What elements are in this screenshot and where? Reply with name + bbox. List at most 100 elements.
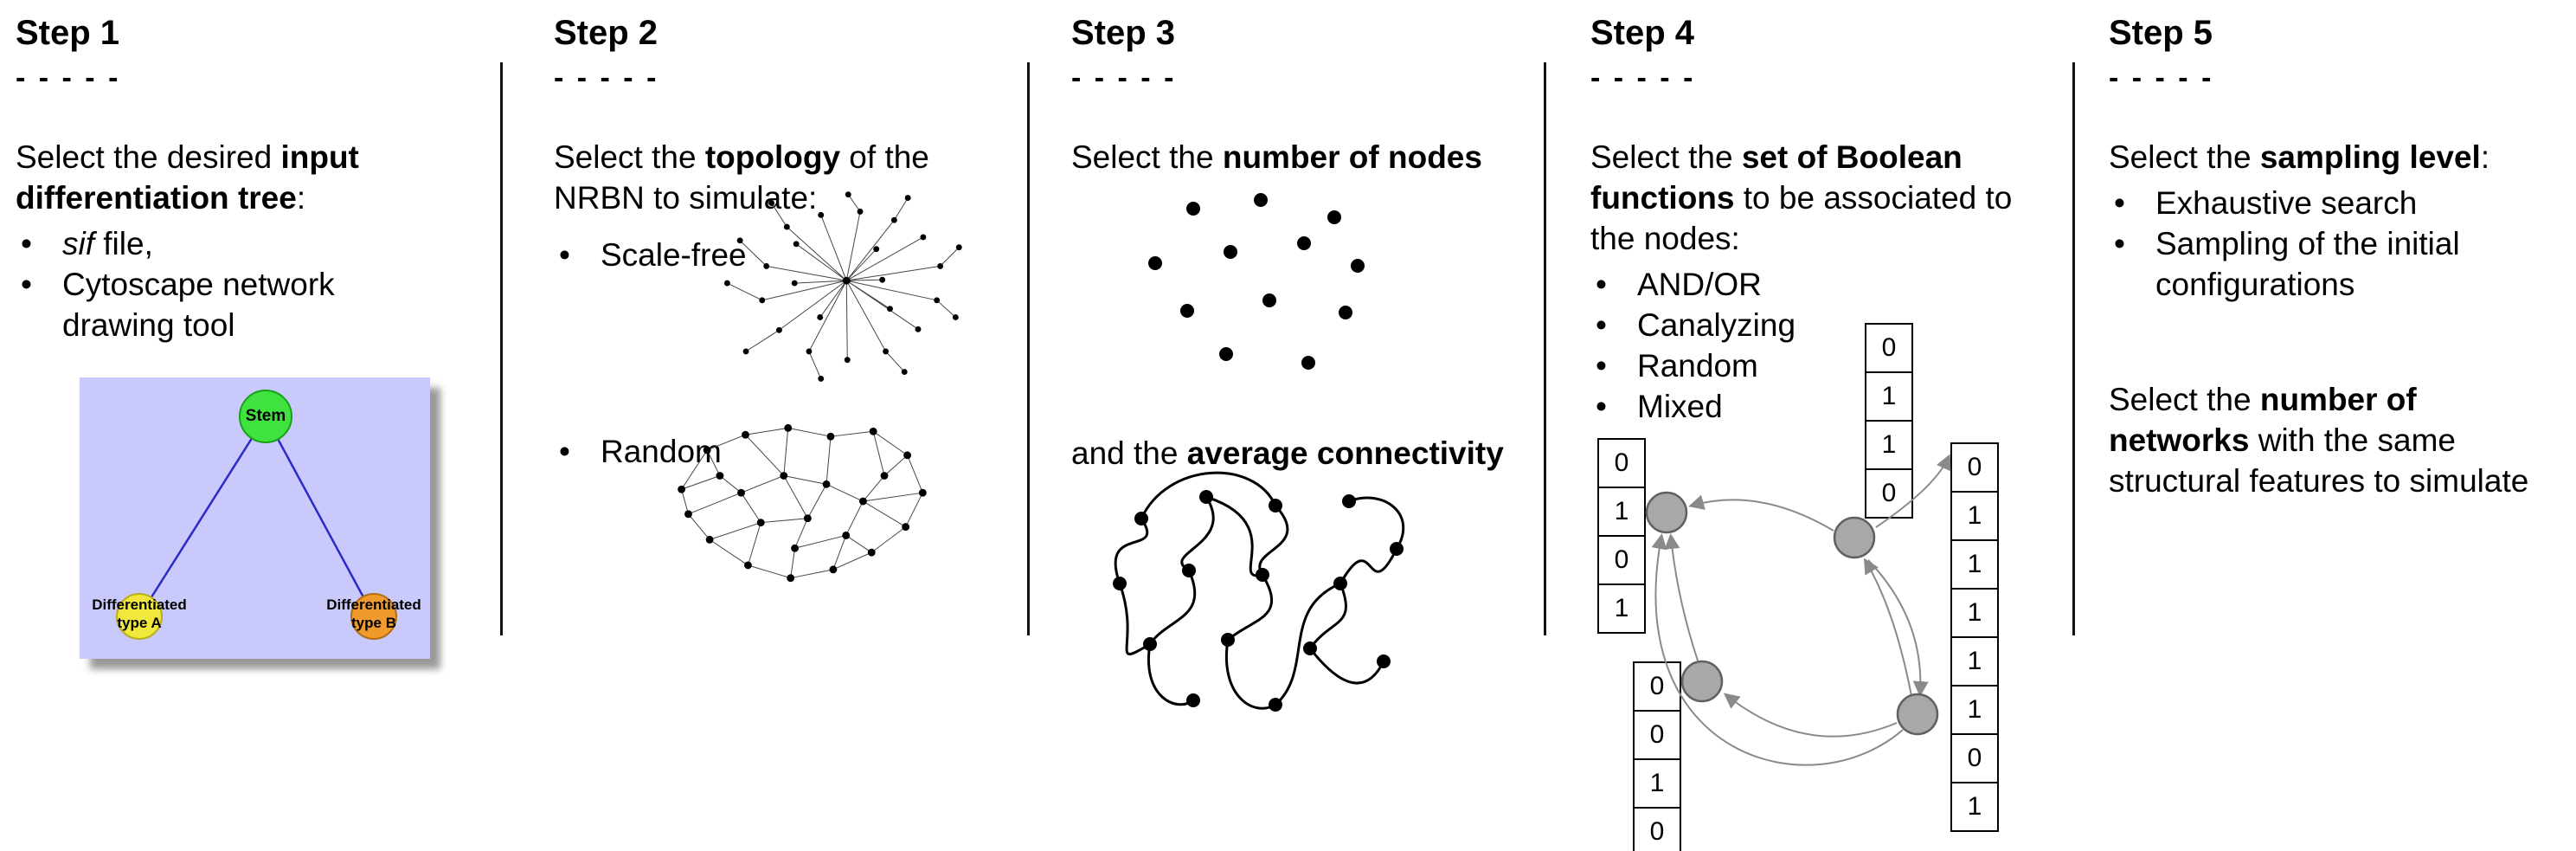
dashed-separator: - - - - - xyxy=(16,61,121,94)
truth-table-cell: 1 xyxy=(1865,420,1913,470)
list-item: • Exhaustive search xyxy=(2109,183,2559,223)
step5-networks-paragraph: Select the number of networks with the s… xyxy=(2109,379,2559,501)
intro-text: of the xyxy=(840,139,929,175)
list-item-label: Exhaustive search xyxy=(2155,185,2418,221)
truth-table-cell: 1 xyxy=(1597,487,1646,537)
bullet-marker: • xyxy=(1596,267,1607,302)
intro-line: NRBN to simulate: xyxy=(554,180,818,216)
truth-table-cell: 0 xyxy=(1633,661,1681,712)
step3-column: Step 3 - - - - - Select the number of no… xyxy=(1071,12,1543,712)
intro-line: functions to be associated to xyxy=(1590,177,2072,218)
dashed-separator: - - - - - xyxy=(1590,61,1696,94)
random-network-illustration xyxy=(678,423,927,583)
intro-text: Select the xyxy=(554,139,705,175)
para-line: networks with the same xyxy=(2109,420,2559,461)
intro-text: Select the xyxy=(1590,139,1742,175)
stem-node-label: Stem xyxy=(245,407,286,425)
stem-node xyxy=(239,390,292,443)
bullet-marker: • xyxy=(559,434,570,469)
para-line: Select the number of xyxy=(2109,379,2559,420)
truth-table-cell: 0 xyxy=(1950,733,1999,783)
step2-column: Step 2 - - - - - Select the topology of … xyxy=(554,12,1004,583)
intro-line: Select the set of Boolean xyxy=(1590,137,2072,177)
network-nodes xyxy=(678,423,927,583)
truth-table-cell: 1 xyxy=(1950,782,1999,832)
dashed-separator: - - - - - xyxy=(2109,61,2214,94)
dashed-separator: - - - - - xyxy=(554,61,659,94)
list-item: • Cytoscape network drawing tool xyxy=(16,264,487,345)
type-a-node-label: Differentiated type A xyxy=(92,596,187,631)
truth-table-cell: 1 xyxy=(1597,583,1646,634)
step1-title: Step 1 xyxy=(16,14,120,52)
para-bold: networks xyxy=(2109,422,2250,458)
intro-bold: sampling level xyxy=(2259,139,2481,175)
type-b-node xyxy=(350,593,397,640)
intro-line: the nodes: xyxy=(1590,221,1740,256)
bullet-marker: • xyxy=(559,237,570,273)
truth-table-cell: 1 xyxy=(1950,588,1999,638)
list-item: • sif file, xyxy=(16,223,487,264)
step2-intro: Select the topology of the NRBN to simul… xyxy=(554,137,1004,218)
list-item: • Mixed xyxy=(1590,386,2072,427)
list-item-label: Canalyzing xyxy=(1637,307,1796,343)
column-divider xyxy=(1544,62,1546,635)
step4-bullet-list: • AND/OR • Canalyzing • Random • Mixed xyxy=(1590,264,2072,427)
column-divider xyxy=(2072,62,2075,635)
list-item-label: Scale-free xyxy=(601,237,747,273)
truth-table-cell: 0 xyxy=(1633,710,1681,760)
step4-title: Step 4 xyxy=(1590,14,1695,52)
bullet-marker: • xyxy=(2114,185,2125,221)
node-dots xyxy=(1148,193,1365,370)
bullet-marker: • xyxy=(1596,307,1607,343)
truth-table-cell: 1 xyxy=(1950,685,1999,735)
para-text: with the same xyxy=(2249,422,2456,458)
list-item: • Random xyxy=(554,431,722,472)
list-item: • Sampling of the initial configurations xyxy=(2109,223,2559,305)
step4-column: Step 4 - - - - - Select the set of Boole… xyxy=(1590,12,2072,851)
step1-column: Step 1 - - - - - Select the desired inpu… xyxy=(16,12,487,659)
step3-text1: Select the number of nodes xyxy=(1071,137,1543,177)
intro-text: Select the desired xyxy=(16,139,281,175)
dashed-separator: - - - - - xyxy=(1071,61,1177,94)
intro-text: to be associated to xyxy=(1734,180,2013,216)
para-bold: number of xyxy=(2259,382,2417,417)
truth-table-cell: 0 xyxy=(1950,442,1999,493)
list-item: • Canalyzing xyxy=(1590,305,2072,345)
intro-bold: average connectivity xyxy=(1186,435,1504,471)
intro-bold: number of nodes xyxy=(1222,139,1482,175)
step5-title: Step 5 xyxy=(2109,14,2213,52)
list-item: • AND/OR xyxy=(1590,264,2072,305)
truth-table-cell: 1 xyxy=(1950,491,1999,541)
intro-bold: topology xyxy=(704,139,841,175)
truth-table-cell: 1 xyxy=(1633,758,1681,809)
intro-text: : xyxy=(2480,139,2490,175)
intro-bold: differentiation tree xyxy=(16,180,297,216)
step1-intro: Select the desired input differentiation… xyxy=(16,137,487,218)
list-item-label-rest: file, xyxy=(94,226,153,261)
intro-bold: functions xyxy=(1590,180,1735,216)
step2-title: Step 2 xyxy=(554,14,658,52)
bullet-marker: • xyxy=(1596,389,1607,424)
step5-bullet-list: • Exhaustive search • Sampling of the in… xyxy=(2109,183,2559,305)
connectivity-tangle-illustration xyxy=(1113,471,1405,712)
tree-edges xyxy=(138,416,376,617)
network-nodes xyxy=(723,191,962,382)
bullet-marker: • xyxy=(21,226,32,261)
bullet-marker: • xyxy=(21,267,32,302)
intro-line: Select the desired input xyxy=(16,137,487,177)
column-divider xyxy=(1027,62,1030,635)
para-text: Select the xyxy=(2109,382,2260,417)
boolean-nodes xyxy=(1645,491,1939,736)
list-item: • Scale-free xyxy=(554,235,747,275)
step3-text2: and the average connectivity xyxy=(1071,433,1504,474)
list-item-label: Random xyxy=(1637,348,1758,384)
truth-table-cell: 1 xyxy=(1865,371,1913,422)
truth-table-cell: 1 xyxy=(1950,539,1999,590)
intro-line: Select the topology of the xyxy=(554,137,1004,177)
list-item: • Random xyxy=(1590,345,2072,386)
intro-bold: input xyxy=(280,139,359,175)
truth-table-cell: 0 xyxy=(1865,468,1913,519)
